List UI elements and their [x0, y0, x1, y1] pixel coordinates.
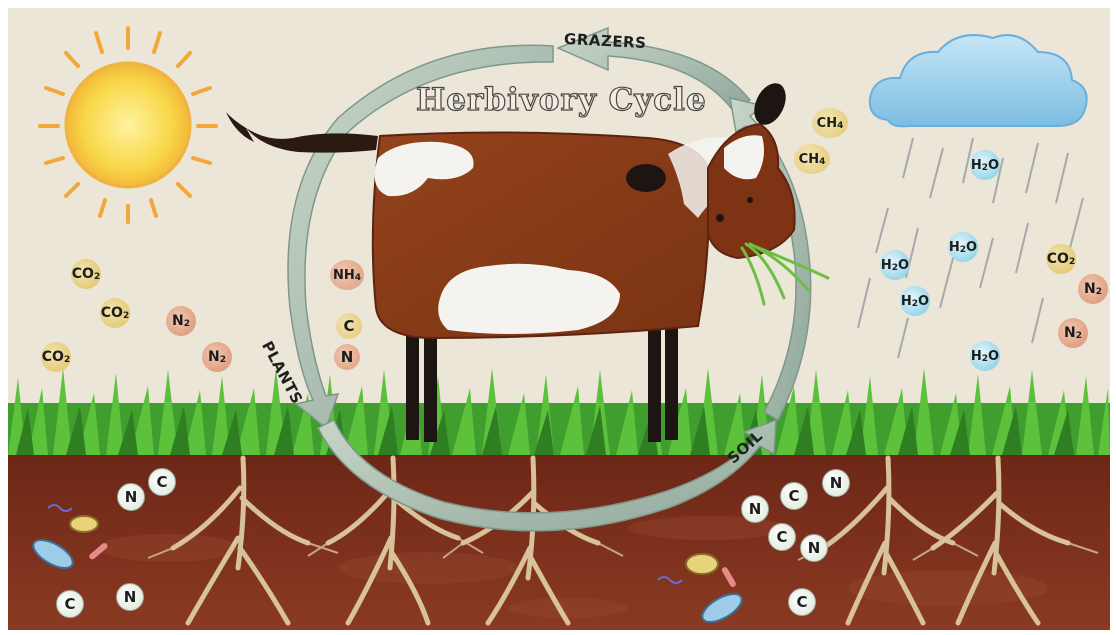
soil-nutrient: N — [116, 583, 144, 611]
soil-nutrient: C — [780, 482, 808, 510]
sun-icon — [40, 28, 216, 222]
nutrient-carbon: C — [336, 313, 362, 339]
soil-nutrient: C — [148, 468, 176, 496]
soil-nutrient: N — [741, 495, 769, 523]
diagram-title: Herbivory Cycle — [416, 82, 707, 118]
rain-cloud-icon — [858, 35, 1087, 358]
soil-nutrient: N — [822, 469, 850, 497]
soil-nutrient: C — [788, 588, 816, 616]
nutrient-nitrogen: N — [334, 344, 360, 370]
soil-nutrient: N — [117, 483, 145, 511]
grass-icon — [8, 368, 1110, 455]
soil-nutrient: C — [56, 590, 84, 618]
soil-nutrient: N — [800, 534, 828, 562]
soil-nutrient: C — [768, 523, 796, 551]
